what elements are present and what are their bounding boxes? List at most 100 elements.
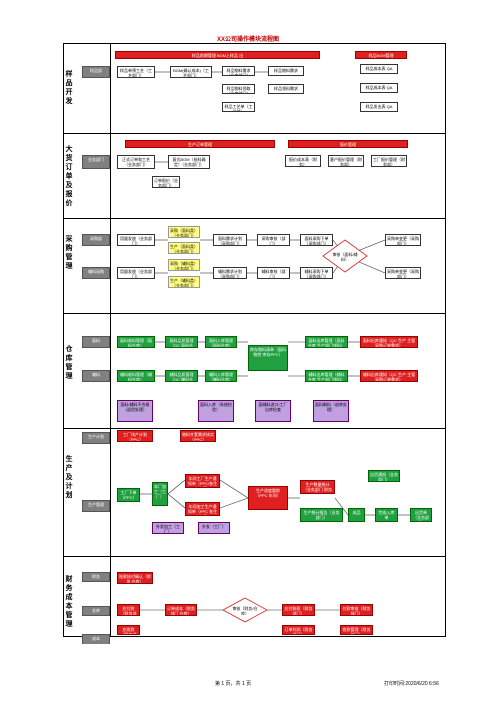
- lane-separator: [63, 428, 446, 429]
- production-step-7: 车间工厂生产通知单（PPC/各生产车间）: [185, 474, 220, 488]
- diagram-title: XX公司操作模块流程图: [216, 37, 279, 43]
- warehouse-step-5: 面料出库管理（面料仓库 生产部门领料）: [305, 336, 348, 348]
- sample-bom-header: 样品BOM管理: [355, 51, 407, 59]
- lane-label-production: 生产及计划: [65, 456, 73, 499]
- warehouse-step-9: 辅料入库管理（辅料仓库）: [205, 370, 237, 382]
- order-step-4: 报价成本表（财务）: [285, 155, 321, 167]
- production-step-11: 生产统计报告（业务部门）: [300, 508, 343, 522]
- quote-header: 报价管理: [288, 140, 408, 148]
- sample-step-4: 样品物料领取（仓库部门）: [222, 84, 255, 94]
- warehouse-step-1: 面料收料管理（面料仓库）: [117, 336, 155, 348]
- sample-step-3: 样品物料需求（仓库部门）: [222, 66, 255, 76]
- production-step-5: 外发（工厂）: [198, 522, 230, 534]
- finance-role-finance: 财务: [82, 572, 110, 582]
- production-role-plan: 生产计划: [82, 432, 110, 444]
- warehouse-step-4: 库存物料清单（面料物控 库存PPC）: [248, 345, 288, 371]
- order-step-3: 订单报价（业务部门）: [152, 176, 180, 188]
- finance-step-1: 账款核对确认（财务 仓库）: [117, 572, 153, 584]
- production-step-2: 物料齐套需求核实（PPC）: [180, 430, 216, 442]
- warehouse-step-7: 辅料收料管理（辅料仓库）: [117, 370, 155, 382]
- warehouse-step-3: 面料入库管理（面料仓库）: [205, 336, 237, 348]
- sample-mgmt-header: 样品前期管理 BOM上样品 出: [115, 51, 320, 59]
- warehouse-step-6: 面料出库通知（QC 生产 主管 采购订单需求）: [360, 336, 418, 348]
- lane-label-column: [63, 43, 111, 637]
- lane-separator: [63, 133, 446, 134]
- order-step-6: 工厂报价管理（财务部）: [371, 155, 407, 167]
- production-step-3: 工厂下单（PPC）: [117, 488, 140, 502]
- sample-step-8: 样品成本表 QA: [360, 64, 398, 74]
- production-step-1: 工厂排产计划（PPC）: [117, 430, 153, 442]
- lane-separator: [63, 313, 446, 314]
- diagram-frame: [63, 43, 446, 637]
- finance-step-6: 付款审核（财务部门）: [340, 604, 373, 616]
- sample-step-6: 样品领料需求: [268, 84, 304, 94]
- purchase-step-8: 用量发放（业务部门）: [117, 267, 155, 279]
- order-step-5: 客户报价管理（财务部）: [328, 155, 364, 167]
- production-step-9: 生产进度跟踪（PPC 车间）: [248, 486, 288, 510]
- lane-separator: [63, 218, 446, 219]
- purchase-role-fabric: 采购部: [82, 234, 110, 246]
- order-step-2: 复式BOM（核料确定）（业务部门）: [168, 155, 210, 169]
- warehouse-role-fabric: 面料: [82, 336, 110, 348]
- purchase-step-14: 采购单变更（采购部门）: [385, 267, 421, 279]
- sample-step-2: BOM(确认成本)（工艺部门）: [170, 66, 212, 78]
- sample-step-9: 样品成本表 QA: [360, 83, 398, 93]
- purchase-step-6: 面料采购下单（采购部门）: [300, 234, 333, 246]
- production-step-12: 出货通知（业务部门）: [368, 470, 400, 482]
- purchase-role-accessory: 辅料采购: [82, 267, 110, 279]
- purchase-step-5: 采购审核（部门）: [257, 234, 290, 246]
- purchase-step-3: 生产（面料类）（业务部门）: [168, 242, 200, 254]
- purchase-review-diamond: 审核（面料/辅料）: [332, 252, 358, 261]
- purchase-step-2: 采购（面料类）（业务部门）: [168, 226, 200, 238]
- sample-step-10: 样品发出表 QA: [360, 102, 398, 112]
- warehouse-step-10: 辅料出库管理（辅料仓库 生产部门领料）: [305, 370, 348, 382]
- warehouse-step-11: 辅料出库通知（QC 生产 主管 采购订单需求）: [360, 370, 418, 382]
- print-time: 打印时间:2020/6/20 6:56: [384, 681, 439, 687]
- purchase-step-9: 采购（辅料类）（业务部门）: [168, 259, 200, 271]
- finance-step-3: 应收款（财务部门）: [117, 625, 140, 635]
- sample-step-1: 样品单预工艺（工艺部门）: [117, 66, 155, 78]
- sample-role-box: 样品部: [82, 66, 110, 78]
- sample-step-7: 样品工艺单（工艺部）: [222, 102, 255, 112]
- purchase-step-4: 面料需求计划（采购部门）: [213, 234, 247, 246]
- production-role-mgmt: 生产管理: [82, 500, 110, 512]
- production-step-4: 外发加工（工厂）: [152, 522, 184, 534]
- finance-step-5: 应付账款（财务部门）: [282, 604, 315, 616]
- lane-label-order: 大货订单及报价: [65, 146, 73, 207]
- purchase-step-7: 采购单变更（采购部门）: [385, 234, 421, 246]
- warehouse-step-8: 辅料品质管理（QC 辅料仓库）: [165, 370, 198, 382]
- finance-step-4: 订单成本（财务部门 仓库）: [165, 604, 197, 616]
- purchase-step-1: 用量发放（业务部门）: [117, 234, 155, 246]
- purchase-step-13: 辅料采购下单（采购部门）: [300, 267, 333, 279]
- purchase-step-10: 生产（辅料类）（业务部门）: [168, 276, 200, 288]
- finance-step-8: 收款管理（财务部门）: [340, 625, 373, 635]
- production-step-8: 车间加工生产通知单（PPC 各生产车间）: [185, 502, 220, 516]
- sample-step-5: 样品物料需求: [268, 66, 304, 76]
- warehouse-step-2: 面料品质管理（QC 面料仓库）: [165, 336, 198, 348]
- production-step-10: 生产数量统计（业务部门 财务部）: [300, 480, 335, 494]
- order-header: 生产订单管理: [125, 140, 275, 148]
- order-role-box: 业务部门: [82, 155, 110, 169]
- lane-label-finance: 财务成本管理: [65, 576, 73, 628]
- purchase-step-12: 辅料审核（部门）: [257, 267, 290, 279]
- lane-label-warehouse: 仓库管理: [65, 346, 73, 380]
- lane-label-sample: 样品开发: [65, 71, 73, 105]
- lane-label-purchase: 采购管理: [65, 236, 73, 270]
- finance-role-warehouse: 仓库: [82, 606, 110, 616]
- warehouse-step-14: 面辅料进口/工厂出库检查: [255, 400, 291, 422]
- lane-separator: [63, 556, 446, 557]
- page-number: 第 1 页，共 1 页: [215, 681, 252, 687]
- production-step-13: 成品: [348, 508, 365, 522]
- production-step-15: 出货单（业务部门）: [410, 508, 432, 522]
- production-step-14: 完成入库单: [375, 508, 398, 522]
- finance-review-diamond: 审核（财务/仓库）: [232, 606, 258, 615]
- purchase-step-11: 辅料需求计划（采购部门）: [213, 267, 247, 279]
- production-step-6: 本厂加工（工厂）: [152, 482, 168, 506]
- warehouse-step-12: 面料/辅料不合格（退货处理）: [117, 400, 153, 422]
- finance-step-2: 应付款（财务部门）: [117, 604, 140, 616]
- warehouse-role-accessory: 辅料: [82, 370, 110, 382]
- warehouse-step-15: 面料剩料（退库处理）: [313, 400, 349, 422]
- finance-step-7: 订单利润（财务部门）: [282, 625, 315, 635]
- order-step-1: 正式订单和工艺（业务部门）: [117, 155, 155, 169]
